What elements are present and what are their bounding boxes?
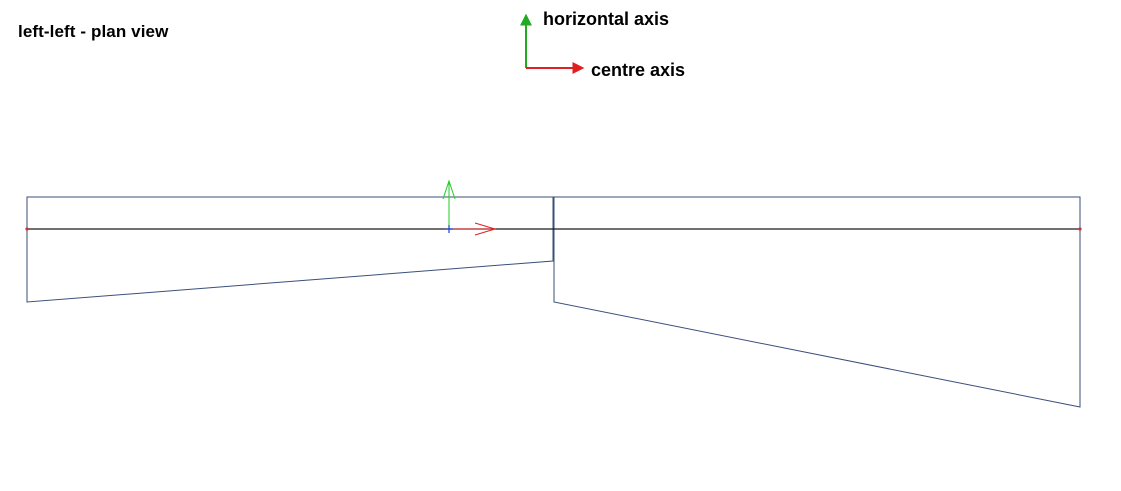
centre-axis-label: centre axis — [591, 60, 686, 80]
right-segment-outline — [553, 196, 1081, 408]
local-axis-triad — [442, 179, 497, 236]
local-horizontal-arrowhead-icon — [442, 179, 456, 200]
centre-line-end-point — [1078, 227, 1082, 231]
centre-line-start-point — [25, 227, 29, 231]
axis-legend — [520, 13, 585, 74]
local-centre-arrowhead-icon — [474, 222, 497, 236]
origin-marker-icon — [445, 225, 453, 233]
horizontal-axis-label: horizontal axis — [543, 9, 670, 29]
left-segment-outline — [26, 196, 554, 303]
view-title: left-left - plan view — [18, 22, 169, 41]
